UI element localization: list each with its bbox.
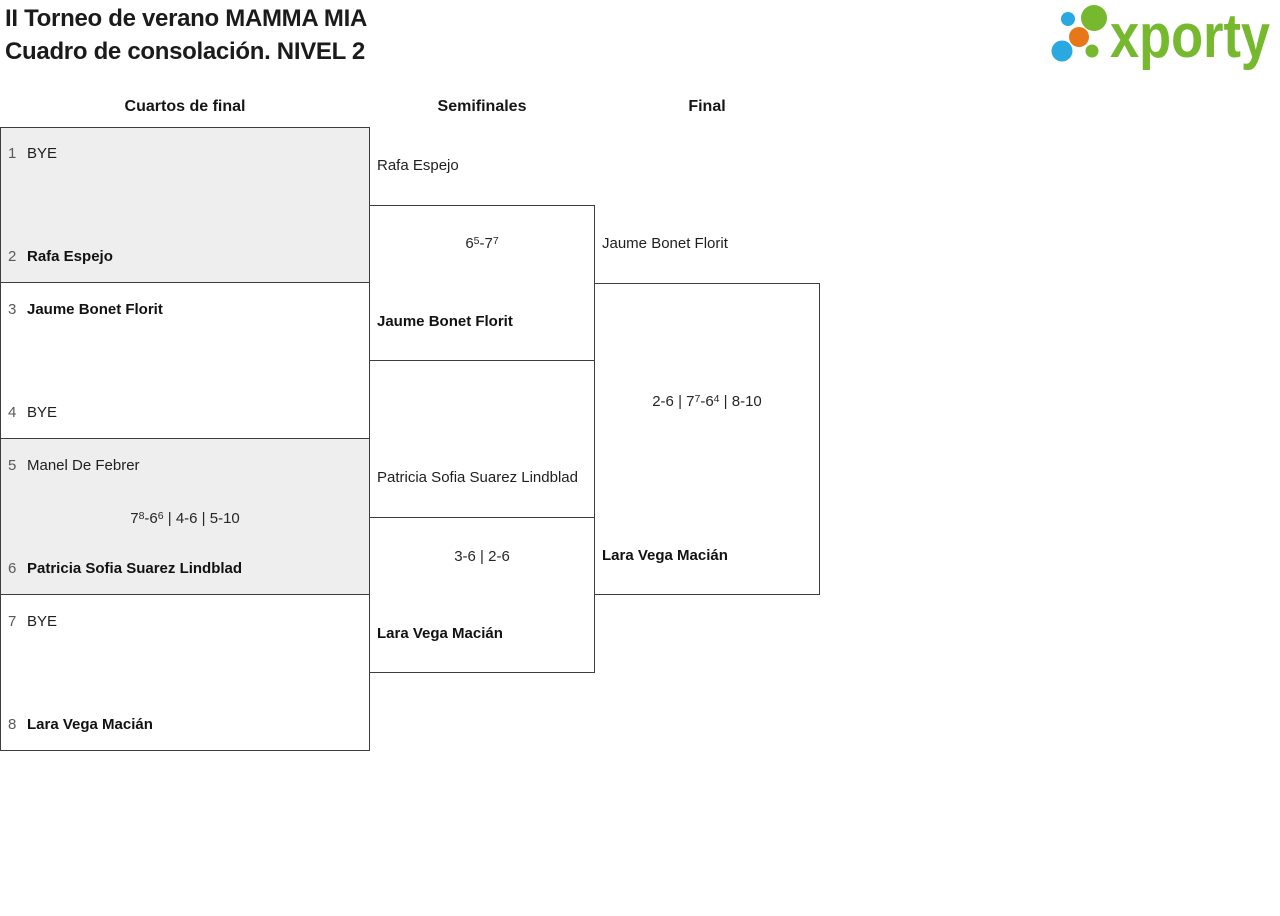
seed-number: 4	[8, 404, 17, 421]
seed-number: 1	[8, 145, 17, 162]
column-header-final: Final	[688, 98, 726, 115]
logo-dot-orange	[1069, 27, 1089, 47]
semifinal-2-box	[369, 517, 595, 673]
player-name: Lara Vega Macián	[27, 716, 153, 733]
seed-number: 8	[8, 716, 17, 733]
qf4-player2-row: 8 Lara Vega Macián	[0, 716, 153, 734]
column-header-semifinals: Semifinales	[437, 98, 527, 115]
final-player2-row: Lara Vega Macián	[602, 547, 728, 565]
logo-dot-small-blue	[1061, 12, 1075, 26]
quarterfinal-1-box	[0, 127, 370, 283]
seed-number: 6	[8, 560, 17, 577]
qf2-player2-row: 4 BYE	[0, 404, 57, 422]
sf1-player1-row: Rafa Espejo	[377, 157, 459, 175]
player-name: Lara Vega Macián	[377, 625, 503, 642]
player-name: Jaume Bonet Florit	[602, 235, 728, 252]
logo-dot-big-green	[1081, 5, 1107, 31]
final-box	[594, 283, 820, 595]
xporty-logo[interactable]: xporty	[1048, 0, 1278, 78]
player-name: Jaume Bonet Florit	[377, 313, 513, 330]
final-player1-row: Jaume Bonet Florit	[602, 235, 728, 253]
player-name: Patricia Sofia Suarez Lindblad	[27, 560, 243, 577]
player-name: Lara Vega Macián	[602, 547, 728, 564]
sf2-match-score: 3-6 | 2-6	[454, 548, 510, 565]
bracket-subtitle: Cuadro de consolación. NIVEL 2	[5, 38, 365, 65]
semifinal-1-box	[369, 205, 595, 361]
player-name: Patricia Sofia Suarez Lindblad	[377, 469, 578, 486]
player-name: Rafa Espejo	[377, 157, 459, 174]
xporty-logo-graphic: xporty	[1051, 2, 1270, 71]
column-header-quarterfinals: Cuartos de final	[124, 98, 246, 115]
logo-dot-small-green	[1085, 44, 1099, 58]
quarterfinal-4-box	[0, 594, 370, 751]
qf4-player1-row: 7 BYE	[0, 613, 57, 631]
seed-number: 3	[8, 301, 17, 318]
quarterfinal-2-box	[0, 282, 370, 439]
sf2-player2-row: Lara Vega Macián	[377, 625, 503, 643]
sf2-player1-row: Patricia Sofia Suarez Lindblad	[377, 469, 578, 487]
xporty-logo-text: xporty	[1110, 2, 1270, 71]
player-name: BYE	[27, 404, 58, 421]
qf2-player1-row: 3 Jaume Bonet Florit	[0, 301, 163, 319]
logo-dot-big-blue	[1051, 40, 1073, 62]
qf1-player2-row: 2 Rafa Espejo	[0, 248, 113, 266]
sf1-player2-row: Jaume Bonet Florit	[377, 313, 513, 331]
page-title: II Torneo de verano MAMMA MIA Cuadro de …	[5, 2, 367, 68]
qf3-player1-row: 5 Manel De Febrer	[0, 457, 140, 475]
seed-number: 7	[8, 613, 17, 630]
player-name: Manel De Febrer	[27, 457, 140, 474]
player-name: Rafa Espejo	[27, 248, 113, 265]
seed-number: 2	[8, 248, 17, 265]
qf3-player2-row: 6 Patricia Sofia Suarez Lindblad	[0, 560, 242, 578]
sf1-match-score: 65-77	[465, 234, 499, 252]
player-name: BYE	[27, 145, 58, 162]
player-name: BYE	[27, 613, 58, 630]
qf1-player1-row: 1 BYE	[0, 145, 57, 163]
player-name: Jaume Bonet Florit	[27, 301, 163, 318]
seed-number: 5	[8, 457, 17, 474]
final-match-score: 2-6 | 77-64 | 8-10	[652, 392, 762, 410]
qf3-match-score: 78-66 | 4-6 | 5-10	[130, 509, 240, 527]
tournament-title: II Torneo de verano MAMMA MIA	[5, 5, 367, 32]
